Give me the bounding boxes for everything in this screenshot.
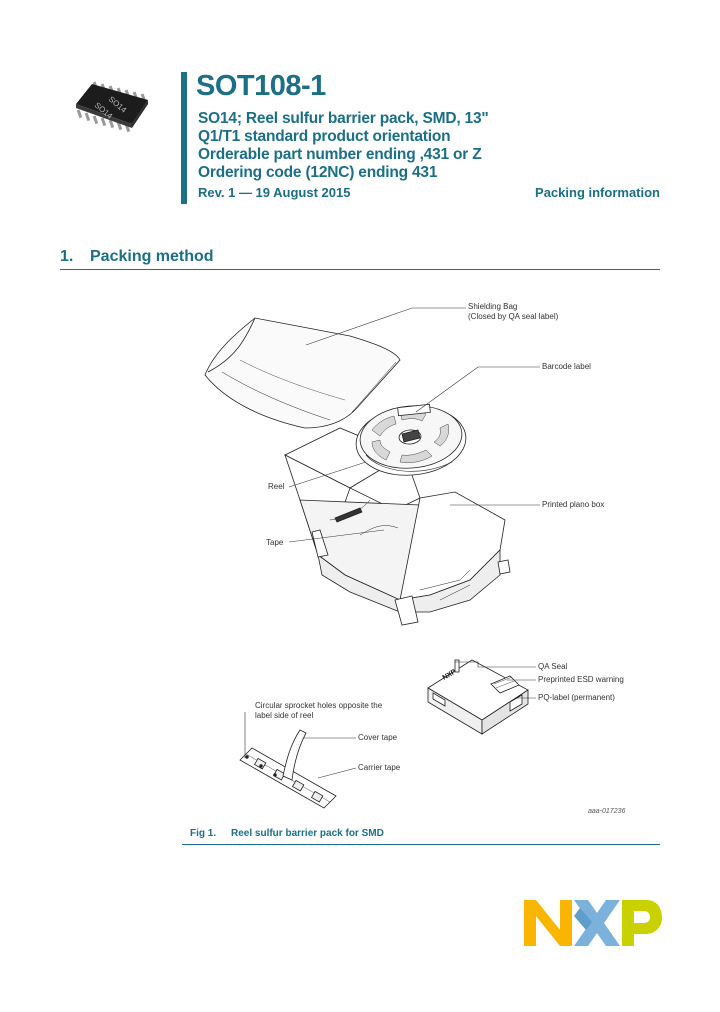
subtitle-line-2: Q1/T1 standard product orientation [198, 128, 451, 145]
sealed-box: NXP [427, 659, 529, 735]
label-cover-tape: Cover tape [358, 733, 398, 742]
section-number: 1. [60, 248, 74, 265]
label-sprocket-cont: label side of reel [255, 711, 314, 720]
label-barcode: Barcode label [542, 362, 591, 371]
label-shielding-bag-note: (Closed by QA seal label) [468, 312, 559, 321]
figure-number: Fig 1. [190, 828, 217, 839]
reel [355, 403, 467, 476]
header-accent-bar [181, 72, 187, 204]
label-pq-label: PQ-label (permanent) [538, 693, 615, 702]
label-tape: Tape [266, 538, 284, 547]
shielding-bag [204, 317, 401, 429]
figure-caption-text: Reel sulfur barrier pack for SMD [231, 828, 384, 839]
section-title: Packing method [90, 248, 214, 265]
label-esd-warning: Preprinted ESD warning [538, 675, 624, 684]
label-shielding-bag: Shielding Bag [468, 302, 518, 311]
caption-rule [182, 844, 660, 845]
subtitle-line-3: Orderable part number ending ,431 or Z [198, 146, 482, 163]
diagram-reference-code: aaa-017236 [588, 808, 626, 815]
section-rule [60, 269, 660, 270]
figure-caption: Fig 1. Reel sulfur barrier pack for SMD [190, 828, 384, 839]
document-type: Packing information [535, 185, 660, 200]
subtitle-line-1: SO14; Reel sulfur barrier pack, SMD, 13" [198, 110, 489, 127]
tape-strip [239, 729, 337, 809]
subtitle-line-4: Ordering code (12NC) ending 431 [198, 164, 438, 181]
label-reel: Reel [268, 482, 285, 491]
printed-box [284, 427, 511, 626]
label-qa-seal: QA Seal [538, 662, 568, 671]
label-sprocket: Circular sprocket holes opposite the [255, 701, 383, 710]
section-heading: 1. Packing method [60, 248, 214, 266]
label-carrier-tape: Carrier tape [358, 763, 401, 772]
revision-date: Rev. 1 — 19 August 2015 [198, 185, 351, 200]
label-printed-box: Printed plano box [542, 500, 605, 509]
document-title: SOT108-1 [196, 70, 326, 102]
